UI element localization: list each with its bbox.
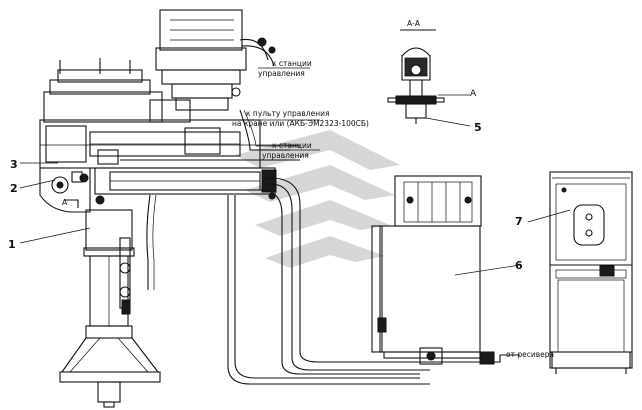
cabinet [549,171,633,374]
callout-a-small: А [470,89,477,99]
label-to-station-mid: к станции [272,141,312,150]
label-to-station-mid-2: управления [262,151,309,160]
callout-3: 3 [10,158,18,171]
label-to-station-top-2: управления [258,69,305,78]
control-station [371,175,482,359]
section-aa-detail [387,29,445,124]
section-title: А-А [407,19,421,28]
label-from-receiver: от ресивера [506,350,554,359]
column-stand [59,209,161,408]
label-to-station-top: к станции [272,59,312,68]
label-to-control-block: к пульту управления [246,109,329,118]
welding-head [39,58,300,213]
leader-lines [19,67,571,356]
section-mark-a: А [62,198,68,207]
callout-1: 1 [8,238,16,251]
transformer-top [155,9,276,111]
callout-5: 5 [474,121,482,134]
label-on-crane: на кране или (АКБ-ЭМ2323-100СБ) [232,119,369,128]
callout-7: 7 [515,215,523,228]
callout-6: 6 [515,259,523,272]
callout-2: 2 [10,182,18,195]
